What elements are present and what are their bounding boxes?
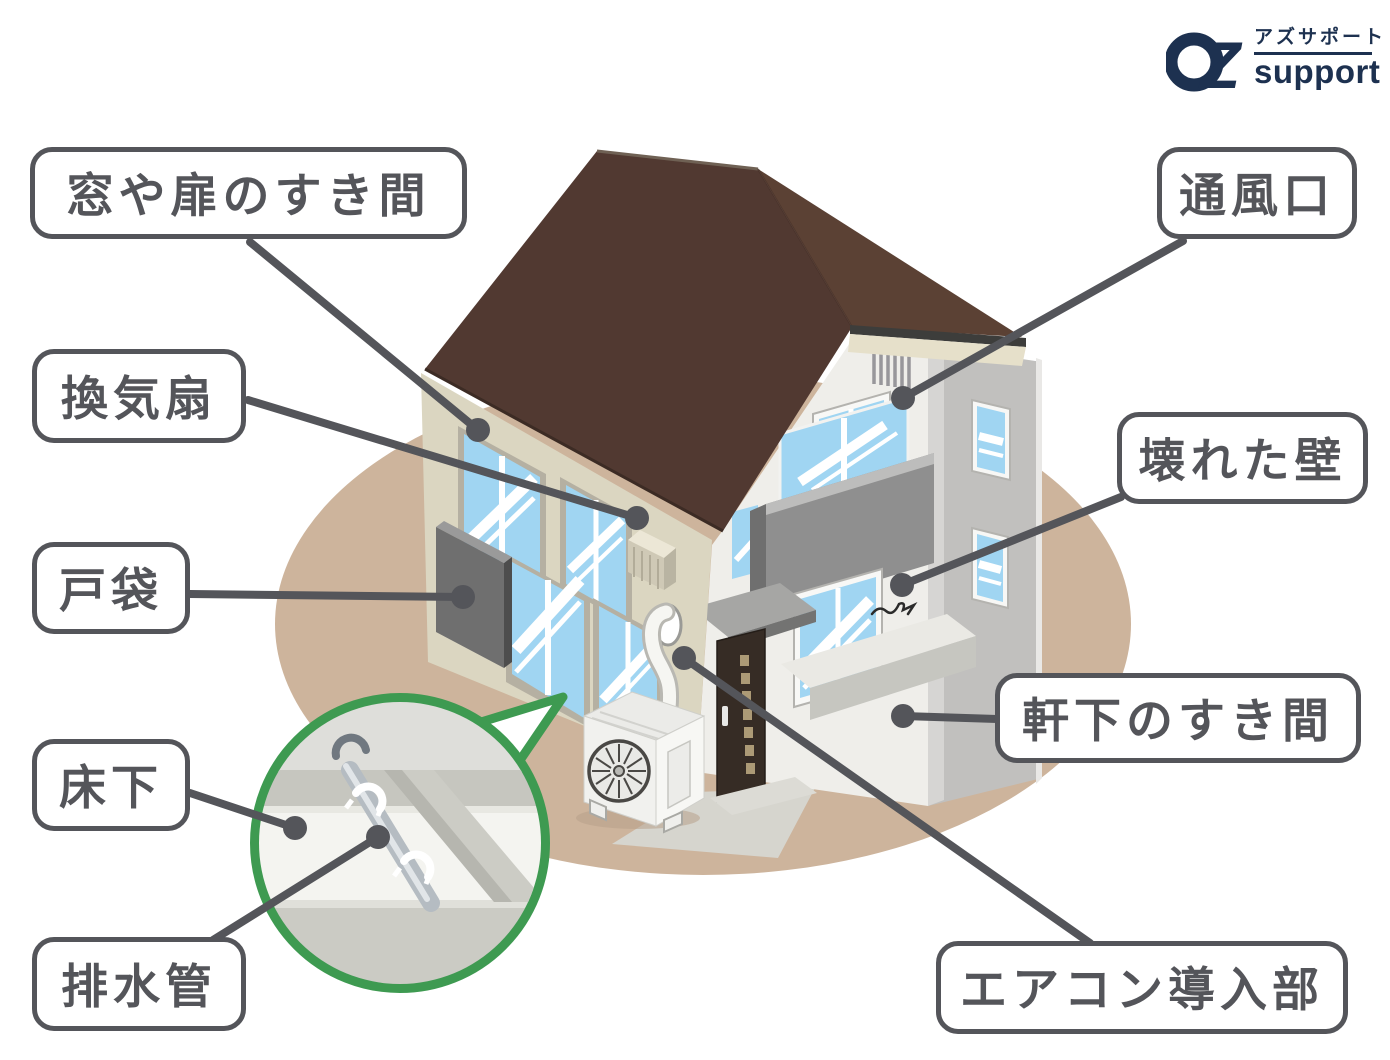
front-door — [716, 628, 766, 803]
label-drain-pipe: 排水管 — [32, 937, 246, 1031]
roof — [424, 149, 1026, 533]
callout-dot-drain-pipe — [366, 825, 390, 849]
callout-line-under-floor — [186, 789, 299, 832]
callout-line-door-pocket — [186, 590, 467, 601]
gable-vent-slats — [872, 350, 911, 389]
window — [971, 398, 1011, 482]
logo-katakana-text: アズサポート — [1254, 27, 1387, 49]
callout-dot-ac-inlet — [672, 646, 696, 670]
fan-grille — [587, 739, 651, 803]
callout-line-drain-pipe — [209, 833, 382, 944]
callout-line-ventilation-fan — [244, 396, 641, 522]
callout-dot-window-door-gap — [466, 418, 490, 442]
window — [506, 554, 590, 728]
az-monogram-icon: Z — [1166, 28, 1243, 98]
window — [971, 526, 1009, 610]
callout-dot-under-floor — [283, 816, 307, 840]
logo-divider — [1254, 52, 1372, 56]
wall-crack — [870, 602, 918, 616]
entrance — [692, 583, 817, 815]
callout-dot-broken-wall — [890, 573, 914, 597]
ac-pipe — [641, 602, 683, 718]
label-broken-wall: 壊れた壁 — [1117, 412, 1368, 504]
ac-outdoor-unit — [576, 691, 706, 834]
callout-line-ac-inlet — [680, 654, 1094, 947]
label-ventilation-fan: 換気扇 — [32, 349, 246, 443]
callout-dot-door-pocket — [451, 585, 475, 609]
svg-text:Z: Z — [1198, 28, 1243, 98]
house — [421, 149, 1042, 815]
az-support-logo: Z アズサポート support — [1166, 18, 1386, 98]
callout-line-air-vent — [899, 237, 1187, 402]
door-handle — [722, 706, 728, 726]
concrete-ledge — [781, 614, 976, 720]
label-ac-inlet: エアコン導入部 — [936, 941, 1348, 1034]
callout-line-under-eaves-gap — [899, 712, 1001, 723]
logo-latin-text: support — [1254, 53, 1381, 91]
callout-dot-ventilation-fan — [625, 506, 649, 530]
callout-dot-air-vent — [891, 386, 915, 410]
inset-bubble — [250, 692, 568, 993]
entrance-step — [710, 777, 817, 815]
label-under-eaves-gap: 軒下のすき間 — [995, 673, 1361, 763]
label-air-vent: 通風口 — [1157, 147, 1357, 239]
vent-fan-hood — [628, 530, 676, 590]
drain-pipe-illustration — [331, 733, 440, 912]
callout-line-broken-wall — [898, 493, 1125, 589]
callout-dot-under-eaves-gap — [891, 704, 915, 728]
label-door-pocket: 戸袋 — [32, 542, 190, 634]
callout-dots — [283, 386, 915, 849]
label-window-door-gap: 窓や扉のすき間 — [30, 147, 467, 239]
callout-lines — [186, 237, 1187, 947]
callout-line-window-door-gap — [246, 238, 482, 434]
label-under-floor: 床下 — [32, 739, 190, 831]
